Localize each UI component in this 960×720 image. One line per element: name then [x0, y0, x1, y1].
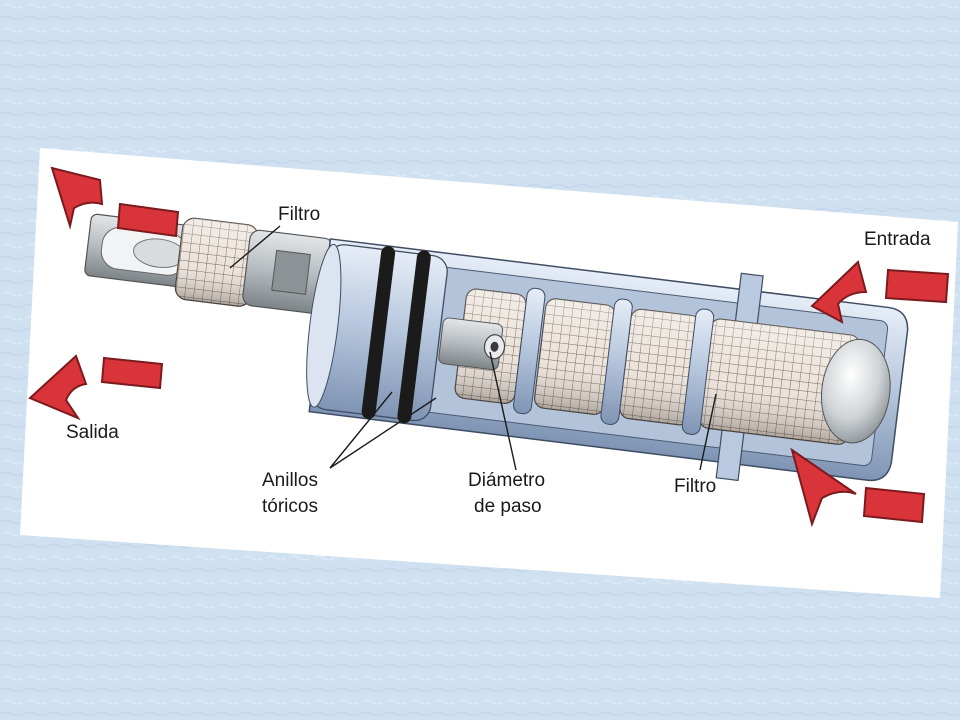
inlet-filter-screen [454, 288, 860, 445]
o-rings [361, 246, 431, 424]
outlet-filter-screen [174, 217, 259, 307]
o-rings-label-line1: Anillos [262, 470, 318, 491]
filter-top-label: Filtro [278, 204, 320, 225]
leader-lines [229, 225, 717, 471]
outlet-arrow-icon [50, 166, 180, 238]
inlet-arrow-icon [810, 260, 950, 324]
orifice-label-line1: Diámetro [468, 470, 545, 491]
inlet-label: Entrada [864, 229, 931, 250]
outlet-arrow-icon [28, 354, 164, 421]
orifice-tube [438, 317, 506, 371]
inlet-arrow-icon [790, 447, 926, 528]
outlet-label: Salida [66, 422, 119, 443]
o-rings-label-line2: tóricos [262, 496, 318, 517]
orifice-label-line2: de paso [474, 496, 542, 517]
end-cap [820, 338, 891, 444]
filter-bottom-label: Filtro [674, 476, 716, 497]
valve-body [306, 238, 909, 482]
